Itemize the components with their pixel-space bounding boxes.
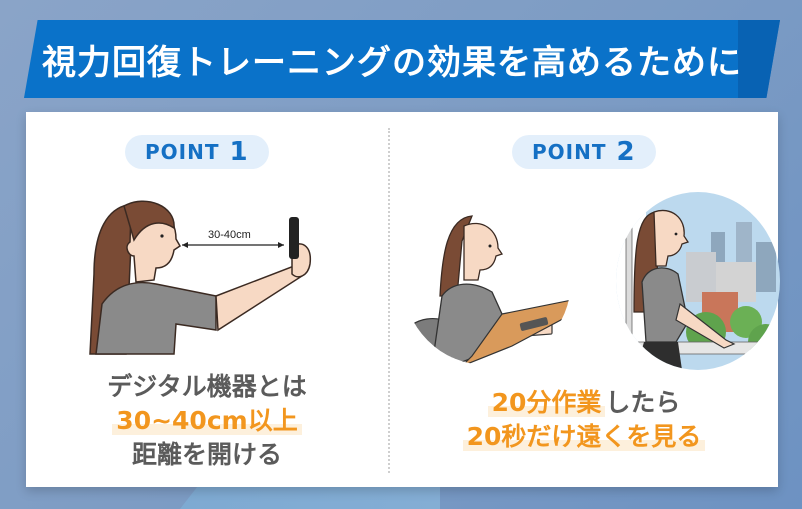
caption-highlight: 20秒だけ遠くを見る [462,422,706,451]
page-title: 視力回復トレーニングの効果を高めるために [42,42,742,83]
point-label: POINT [145,140,220,164]
point-1-badge: POINT 1 [125,135,269,169]
woman-working-at-desk-illustration [403,197,571,365]
point-1-caption: デジタル機器とは 30~40cm以上 距離を開ける [26,370,388,472]
caption-line: デジタル機器とは [107,372,307,401]
content-card: POINT 1 30-40cm デジタル機器とは 30~40cm以上 [26,112,780,487]
woman-holding-phone-illustration: 30-40cm [89,200,312,355]
title-banner: 視力回復トレーニングの効果を高めるために [24,20,780,98]
column-divider [388,128,390,473]
caption-line: したら [605,388,681,417]
woman-looking-out-window-illustration [616,192,780,370]
caption-highlight: 20分作業 [487,388,606,417]
distance-label: 30-40cm [208,229,251,241]
point-2-caption: 20分作業したら 20秒だけ遠くを見る [390,386,778,454]
point-number: 1 [229,137,249,167]
point-2-column: POINT 2 [390,112,780,487]
point-2-badge: POINT 2 [512,135,656,169]
caption-line: 距離を開ける [131,440,282,469]
point-number: 2 [616,137,636,167]
point-label: POINT [532,140,607,164]
caption-highlight: 30~40cm以上 [112,406,302,435]
point-1-column: POINT 1 30-40cm デジタル機器とは 30~40cm以上 [26,112,388,487]
